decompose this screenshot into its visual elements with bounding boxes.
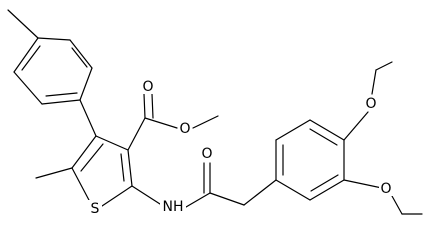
atom-o-ester-carbonyl: O (141, 78, 155, 95)
atom-s-thiophene: S (88, 200, 102, 217)
svg-text:O: O (201, 146, 212, 162)
svg-text:O: O (365, 96, 376, 112)
svg-text:S: S (91, 201, 100, 217)
atom-o-ethoxy-bottom: O (379, 180, 393, 197)
svg-text:NH: NH (163, 199, 184, 215)
atom-o-ester-single: O (178, 120, 192, 137)
atom-nh-amide: NH (160, 198, 186, 215)
svg-text:O: O (179, 121, 190, 137)
svg-text:O: O (380, 181, 391, 197)
bond-lines (7, 9, 423, 215)
svg-text:O: O (142, 79, 153, 95)
atom-labels: O O O S NH O O (88, 78, 393, 217)
atom-o-amide: O (200, 145, 214, 162)
atom-o-ethoxy-top: O (364, 95, 378, 112)
